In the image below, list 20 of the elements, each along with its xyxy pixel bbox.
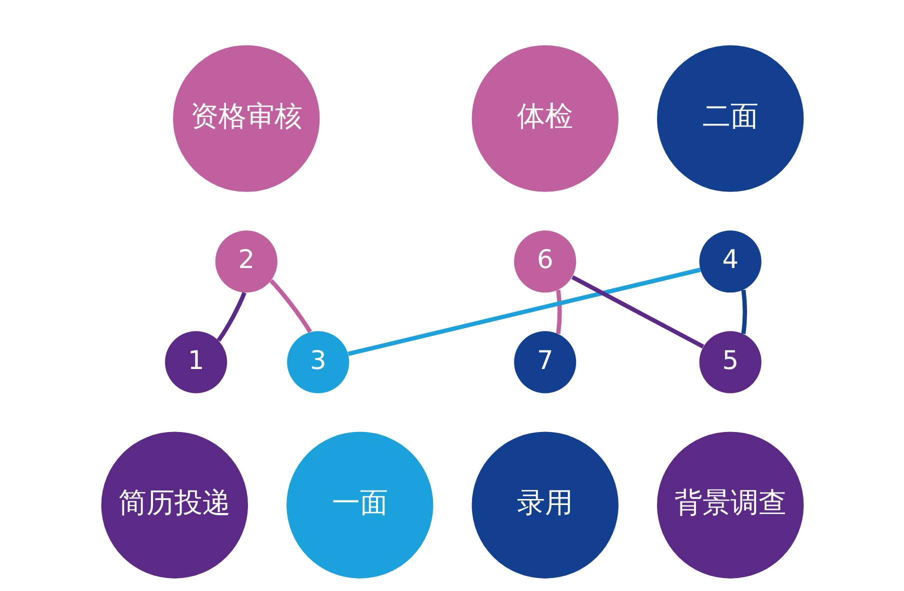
node-circle: 资格审核 [172, 45, 320, 192]
node-circle: 5 [698, 331, 761, 394]
node-circle: 二面 [656, 45, 804, 192]
connector [268, 279, 312, 334]
node-circle: 体检 [471, 45, 618, 192]
node-circle: 6 [514, 230, 576, 293]
node-circle: 2 [214, 230, 277, 293]
node-circle: 录用 [471, 432, 618, 578]
node-circle: 背景调查 [656, 432, 804, 578]
node-circle: 3 [286, 331, 349, 394]
connector [570, 275, 704, 349]
node-circle: 4 [698, 230, 761, 293]
connector [556, 290, 562, 334]
connector [347, 268, 700, 356]
node-circle: 7 [514, 331, 576, 394]
node-circle: 一面 [286, 432, 433, 578]
connector [740, 290, 746, 334]
node-circle: 1 [164, 331, 227, 394]
connector [216, 292, 246, 342]
node-circle: 简历投递 [100, 432, 248, 578]
